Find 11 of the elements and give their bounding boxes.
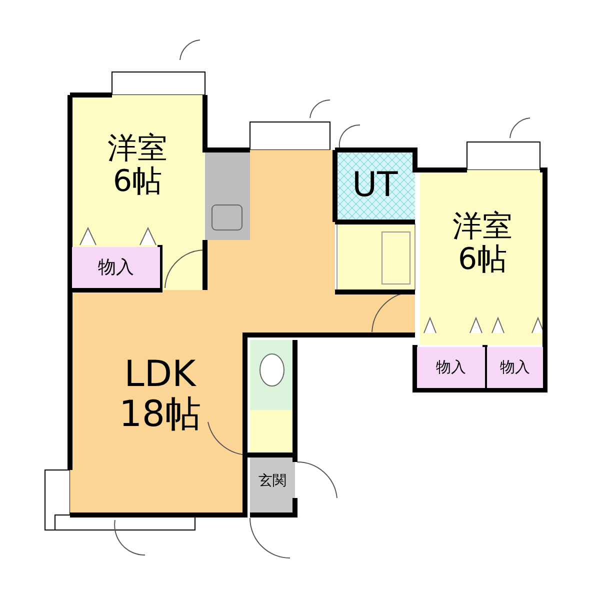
room-label: 玄関 [258,474,288,490]
room-label: 洋室6帖 [452,210,514,276]
room-label: 物入 [435,359,467,376]
closet-area [417,347,485,388]
room-label: 洋室6帖 [106,132,168,198]
closet-area [487,347,543,388]
room-label: LDK18帖 [118,355,202,435]
room-label: UT [351,167,399,205]
room-label: 物入 [97,258,135,278]
room-label: 物入 [499,359,531,376]
closet-area [72,247,160,288]
